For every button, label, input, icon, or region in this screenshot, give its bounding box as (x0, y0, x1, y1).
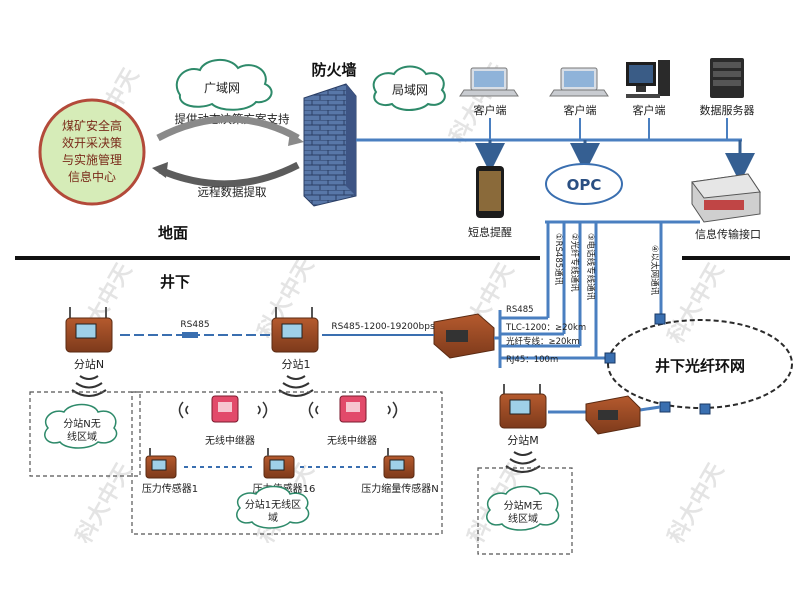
client-2: 客户端 (549, 67, 609, 117)
comm-labels: ①RS485通讯 ②光纤专线通讯 ③电话线专线通讯 ④以太网通讯 (553, 233, 660, 301)
spec-tlc: TLC-1200：≥20km (505, 323, 586, 333)
wan-cloud: 广域网 (175, 59, 273, 111)
comm-label-4: ④以太网通讯 (649, 245, 660, 296)
info-center-line-2: 效开采决策 (62, 135, 122, 150)
station-n-label: 分站N (74, 357, 104, 371)
station-m-zone-line-2: 线区域 (508, 512, 538, 525)
sensor-1-label: 压力传感器1 (142, 482, 198, 495)
opc-server: OPC (545, 163, 623, 205)
watermark-10: 科大中天 (664, 458, 730, 548)
info-center-line-3: 与实施管理 (62, 152, 122, 167)
rs485-speed-label: RS485-1200-19200bps (331, 322, 435, 332)
client-3-label: 客户端 (633, 103, 666, 117)
station-n-zone-line-1: 分站N无 (63, 417, 100, 430)
client-3-desktop: 客户端 (626, 60, 670, 117)
station-1-zone: 无线中继器 无线中继器 压力传感器1 压力传感器16 (131, 391, 443, 535)
lan-cloud: 局域网 (372, 65, 446, 111)
info-center-line-4: 信息中心 (68, 169, 116, 184)
station-m-label: 分站M (507, 433, 539, 447)
comm-label-2: ②光纤专线通讯 (569, 233, 580, 292)
data-server: 数据服务器 (700, 58, 755, 117)
repeater-2: 无线中继器 (327, 395, 377, 447)
spec-rs485: RS485 (506, 305, 534, 315)
ring-label: 井下光纤环网 (655, 357, 745, 375)
lan-label: 局域网 (392, 83, 428, 97)
firewall-label: 防火墙 (311, 61, 356, 79)
info-interface-device: 信息传输接口 (691, 173, 761, 241)
sensor-n-label: 压力缩量传感器N (361, 482, 438, 495)
comm-label-1: ①RS485通讯 (553, 233, 564, 286)
comm-label-3: ③电话线专线通讯 (585, 233, 596, 301)
wireless-waves (178, 401, 398, 419)
client-1-label: 客户端 (474, 103, 507, 117)
station-1-zone-line-1: 分站1无线区 (245, 498, 301, 511)
rs485-link-label: RS485 (180, 320, 209, 330)
info-interface-label: 信息传输接口 (695, 227, 761, 241)
spec-rj45: RJ45：100m (506, 355, 558, 365)
watermark-7: 科大中天 (72, 458, 138, 548)
underground-label: 井下 (160, 273, 190, 291)
station-m: 分站M (499, 384, 547, 473)
sms-phone: 短息提醒 (468, 166, 512, 239)
opc-label: OPC (567, 176, 602, 194)
info-center-line-1: 煤矿安全高 (62, 118, 122, 133)
sensor-n: 压力缩量传感器N (361, 448, 439, 495)
firewall: 防火墙 (303, 61, 357, 207)
station-n: 分站N (65, 307, 113, 397)
sensor-1: 压力传感器1 (142, 448, 198, 495)
rs485-speed-link: RS485-1200-19200bps (322, 322, 435, 336)
station-m-zone-line-1: 分站M无 (504, 499, 543, 512)
watermark-6: 科大中天 (664, 258, 730, 348)
repeater-2-label: 无线中继器 (327, 434, 377, 447)
surface-label: 地面 (158, 224, 188, 242)
downlink-arrows (475, 140, 755, 183)
wan-flow-arcs (152, 115, 304, 188)
info-center: 煤矿安全高 效开采决策 与实施管理 信息中心 (38, 98, 146, 206)
station-m-zone: 分站M无 线区域 (477, 467, 573, 555)
repeater-1-label: 无线中继器 (205, 434, 255, 447)
station-1-label: 分站1 (282, 357, 311, 371)
spec-fiber: 光纤专线：≥20km (506, 336, 580, 347)
client-1: 客户端 (459, 67, 519, 117)
fiber-ring: 井下光纤环网 (604, 313, 793, 415)
wan-label: 广域网 (204, 81, 240, 95)
station-m-links (548, 405, 661, 414)
station-n-zone: 分站N无 线区域 (29, 391, 141, 477)
client-2-label: 客户端 (564, 103, 597, 117)
remote-extract-text: 远程数据提取 (198, 185, 267, 199)
lan-drops (489, 118, 728, 140)
comm-bus (498, 220, 700, 368)
converter-device (433, 313, 495, 359)
rs485-link: RS485 (120, 320, 270, 338)
data-server-label: 数据服务器 (700, 103, 755, 117)
station-1: 分站1 (271, 307, 319, 397)
station-m-converter (585, 395, 641, 435)
station-n-zone-line-2: 线区域 (67, 430, 97, 443)
repeater-1: 无线中继器 (205, 395, 255, 447)
sms-label: 短息提醒 (468, 225, 512, 239)
station-1-zone-line-2: 域 (268, 511, 278, 524)
interface-spec-labels: RS485 TLC-1200：≥20km 光纤专线：≥20km RJ45：100… (505, 305, 586, 365)
